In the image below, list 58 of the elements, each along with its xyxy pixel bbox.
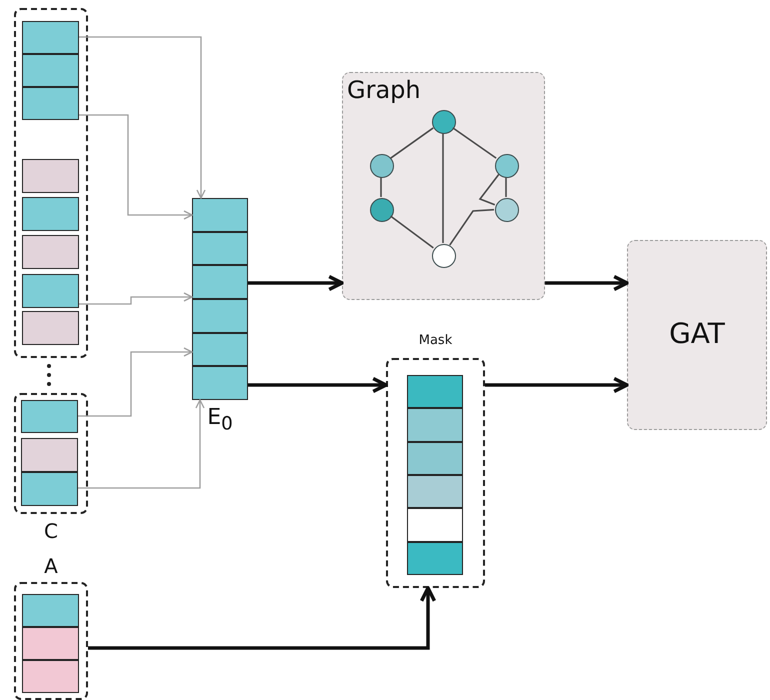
vector-cell: [192, 232, 248, 266]
vector-cell: [192, 332, 248, 366]
vector-cell: [22, 235, 79, 269]
graph-edge: [452, 127, 497, 159]
graph-edge: [380, 177, 382, 197]
vector-cell: [22, 87, 79, 120]
node-label: A: [43, 555, 59, 577]
flow-arrow: [248, 376, 388, 394]
vector-cell: [407, 375, 463, 408]
vector-cell: [22, 54, 79, 87]
flow-arrow: [248, 274, 344, 292]
node-label: Mask: [418, 334, 454, 348]
graph-node: [432, 244, 456, 268]
connector-arrow: [78, 347, 193, 417]
graph-node: [432, 110, 456, 134]
graph-node: [370, 198, 394, 222]
graph-node: [495, 154, 519, 178]
graph-node: [370, 154, 394, 178]
vector-cell: [22, 660, 79, 693]
graph-edge: [478, 174, 500, 206]
connector-arrow: [79, 292, 193, 305]
graph-edge: [442, 133, 444, 243]
node-label: C: [43, 520, 59, 542]
node-label: Graph: [347, 77, 421, 104]
vector-cell: [22, 274, 79, 308]
connector-arrow: [78, 399, 205, 489]
vector-cell: [407, 474, 463, 508]
vector-cell: [192, 265, 248, 299]
vector-cell: [22, 594, 79, 627]
vector-cell: [22, 197, 79, 231]
vector-cell: [22, 627, 79, 660]
graph-edge: [390, 216, 434, 248]
vector-cell: [21, 400, 78, 433]
graph-edge: [449, 208, 494, 246]
vector-cell: [22, 311, 79, 345]
flow-arrow: [485, 376, 629, 394]
vector-cell: [192, 198, 248, 232]
graph-edge: [505, 177, 507, 197]
vector-cell: [22, 159, 79, 193]
vector-cell: [407, 442, 463, 475]
flow-arrow: [545, 274, 629, 292]
vector-cell: [407, 542, 463, 575]
graph-node: [495, 198, 519, 222]
dashed-panel: [342, 72, 545, 300]
graph-edge: [390, 127, 434, 159]
flow-arrow: [88, 586, 436, 650]
vector-cell: [22, 21, 79, 54]
vector-cell: [407, 508, 463, 542]
vector-cell: [21, 472, 78, 506]
connector-arrow: [79, 36, 206, 199]
vector-cell: [192, 366, 248, 400]
node-label: E$_{0}$: [206, 406, 234, 435]
connector-arrow: [79, 114, 193, 220]
vector-cell: [21, 438, 78, 472]
node-label: GAT: [668, 319, 726, 350]
vector-cell: [407, 408, 463, 442]
vector-cell: [192, 299, 248, 333]
dashed-panel: [627, 240, 767, 430]
